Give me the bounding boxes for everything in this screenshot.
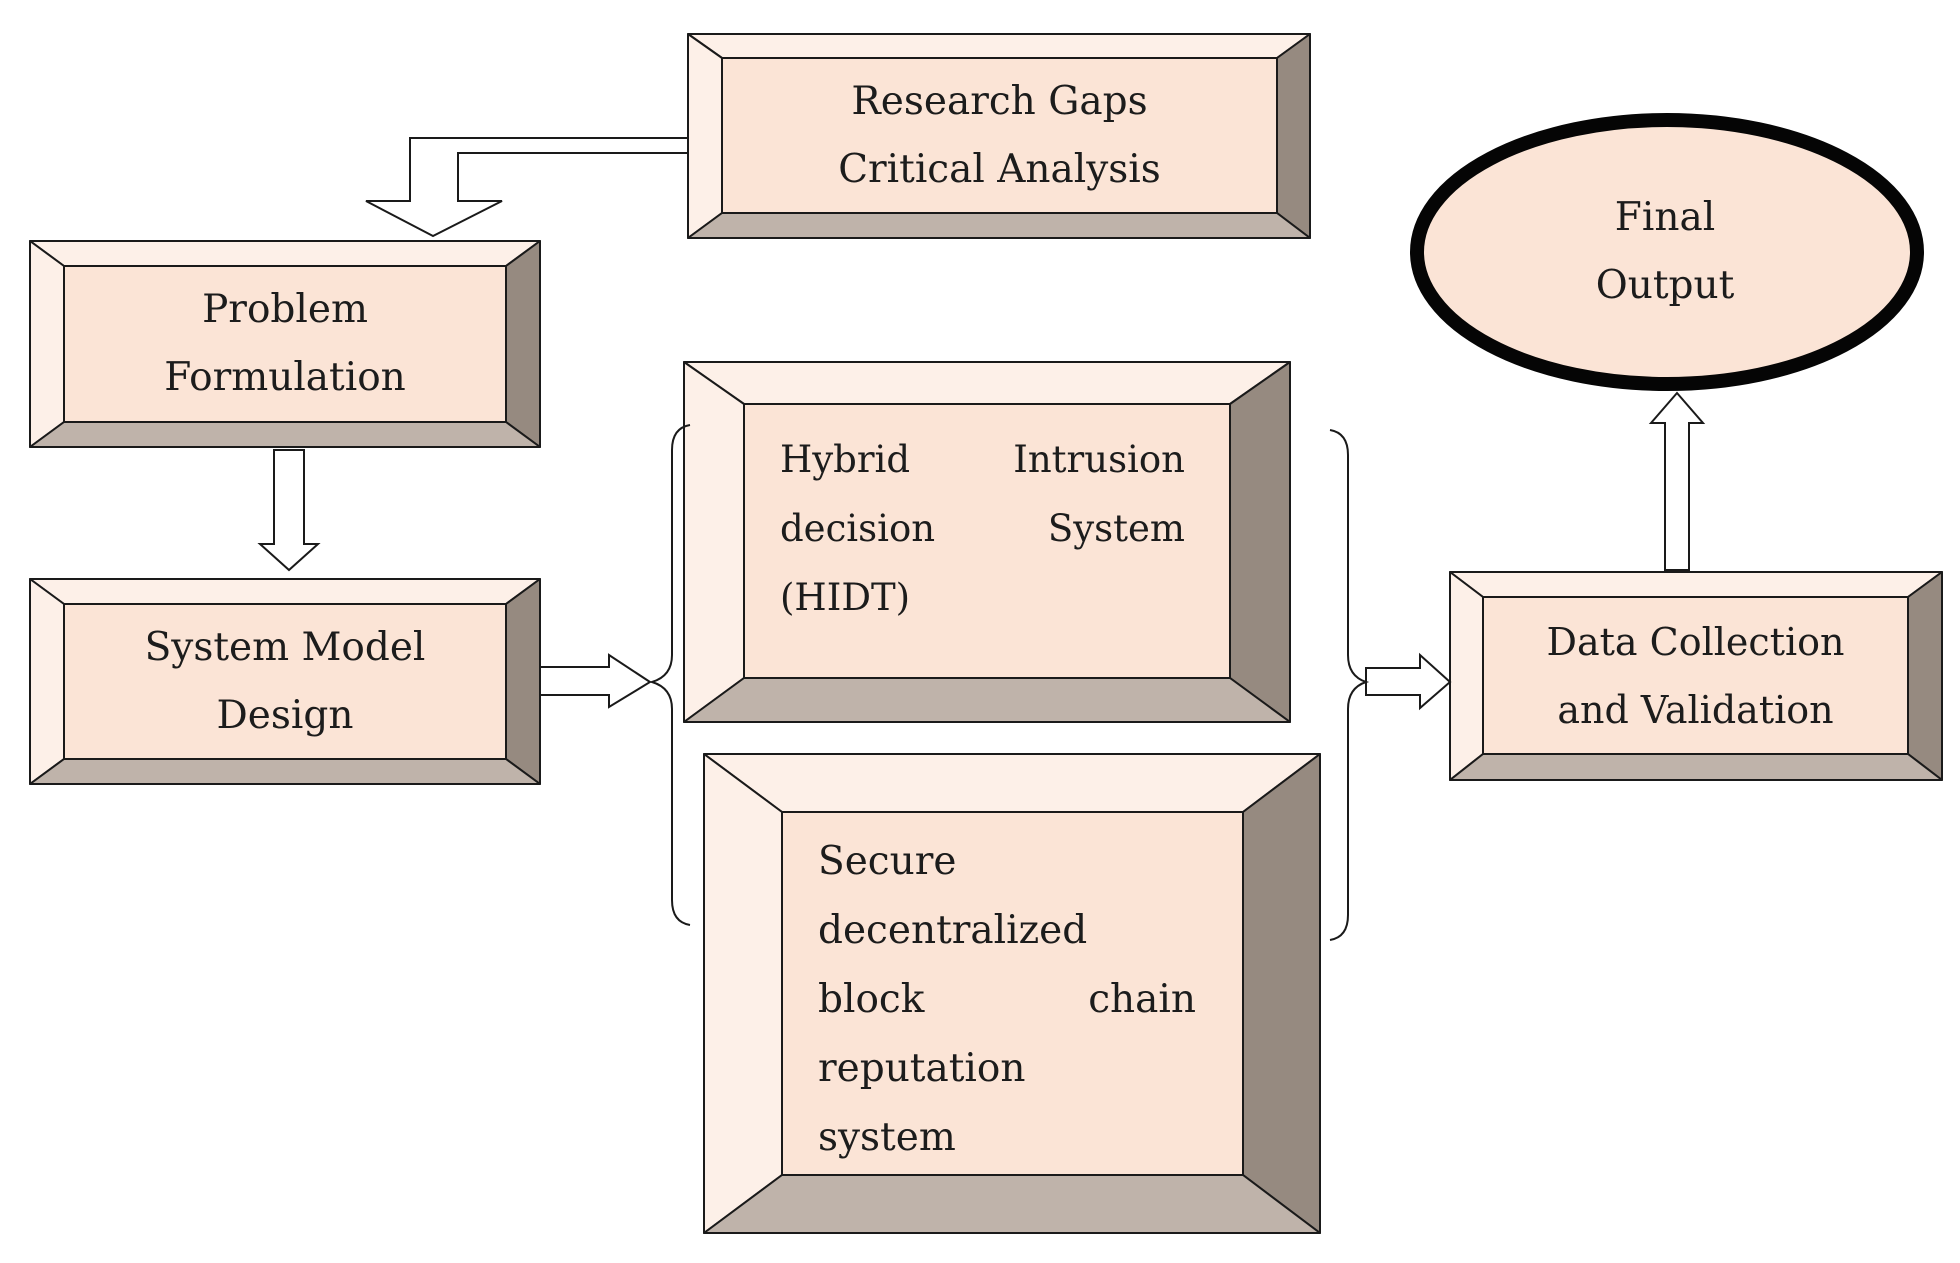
- bevel-top-facet: [687, 33, 1311, 59]
- bevel-top-facet: [29, 240, 541, 267]
- bevel-face: [743, 403, 1231, 679]
- bevel-left-facet: [29, 240, 65, 448]
- hidt-word-decision: decision: [780, 507, 936, 550]
- system-model-label: System Model Design: [64, 604, 506, 759]
- bevel-face: [1482, 596, 1909, 755]
- data-to-output-arrow: [1648, 391, 1706, 571]
- hidt-label: Hybrid Intrusion decision System (HIDT): [780, 425, 1185, 632]
- problem-to-system-arrow: [257, 449, 321, 572]
- bevel-left-facet: [703, 753, 783, 1234]
- bevel-bottom-facet: [703, 1174, 1321, 1234]
- modules-to-data-arrow: [1365, 652, 1452, 711]
- bevel-left-facet: [683, 361, 745, 723]
- bevel-face: [63, 265, 507, 423]
- blockchain-line-2: decentralized: [818, 908, 1088, 953]
- final-output-line-2: Output: [1595, 263, 1735, 308]
- blockchain-reputation-box: [703, 753, 1321, 1234]
- bevel-right-facet: [1242, 753, 1321, 1234]
- final-output-ellipse: [1410, 113, 1924, 391]
- left-curly-brace: [648, 424, 691, 926]
- system-model-line-2: Design: [216, 692, 354, 738]
- bevel-bottom-facet: [683, 677, 1291, 723]
- data-collection-box: [1449, 571, 1943, 781]
- bevel-right-facet: [1276, 33, 1311, 239]
- hidt-line-3: (HIDT): [780, 576, 911, 619]
- bevel-bottom-facet: [29, 421, 541, 448]
- bevel-right-facet: [1229, 361, 1291, 723]
- bevel-left-facet: [687, 33, 723, 239]
- bevel-top-facet: [29, 578, 541, 605]
- problem-formulation-line-1: Problem: [202, 287, 368, 332]
- blockchain-label: Secure decentralized block chain reputat…: [818, 827, 1196, 1172]
- system-model-line-1: System Model: [144, 624, 426, 670]
- problem-formulation-label: Problem Formulation: [64, 266, 506, 422]
- bevel-face: [781, 811, 1244, 1176]
- bevel-bottom-facet: [687, 212, 1311, 239]
- blockchain-line-5: system: [818, 1115, 956, 1160]
- system-model-design-box: [29, 578, 541, 785]
- bevel-bottom-facet: [29, 758, 541, 785]
- data-collection-line-2: and Validation: [1557, 687, 1834, 732]
- bevel-top-facet: [1449, 571, 1943, 598]
- problem-formulation-line-2: Formulation: [164, 355, 406, 400]
- hidt-word-system: System: [1047, 507, 1185, 550]
- blockchain-word-chain: chain: [1088, 977, 1196, 1022]
- hidt-box: [683, 361, 1291, 723]
- bevel-top-facet: [703, 753, 1321, 813]
- problem-formulation-box: [29, 240, 541, 448]
- bevel-top-facet: [683, 361, 1291, 405]
- bevel-left-facet: [29, 578, 65, 785]
- final-output-line-1: Final: [1614, 195, 1716, 240]
- research-gaps-line-2: Critical Analysis: [838, 146, 1161, 192]
- hidt-line-2: decision System: [780, 494, 1185, 563]
- blockchain-word-block: block: [818, 977, 925, 1022]
- system-to-modules-arrow: [539, 653, 652, 709]
- bevel-right-facet: [505, 240, 541, 448]
- research-to-problem-arrow-shape: [365, 137, 689, 238]
- bevel-left-facet: [1449, 571, 1484, 781]
- hidt-word-hybrid: Hybrid: [780, 438, 911, 481]
- data-collection-line-1: Data Collection: [1546, 619, 1845, 664]
- data-collection-label: Data Collection and Validation: [1483, 597, 1908, 754]
- bevel-bottom-facet: [1449, 753, 1943, 781]
- research-gaps-label: Research Gaps Critical Analysis: [722, 58, 1277, 213]
- final-output-label: Final Output: [1500, 178, 1830, 326]
- bevel-face: [721, 57, 1278, 214]
- right-curly-brace: [1329, 429, 1370, 941]
- bevel-right-facet: [505, 578, 541, 785]
- bevel-face: [63, 603, 507, 760]
- research-gaps-box: [687, 33, 1311, 239]
- blockchain-line-4: reputation: [818, 1046, 1026, 1091]
- bevel-right-facet: [1907, 571, 1943, 781]
- hidt-line-1: Hybrid Intrusion: [780, 425, 1185, 494]
- hidt-word-intrusion: Intrusion: [1013, 438, 1185, 481]
- blockchain-line-3: block chain: [818, 965, 1196, 1034]
- research-gaps-line-1: Research Gaps: [851, 78, 1148, 124]
- blockchain-line-1: Secure: [818, 839, 957, 884]
